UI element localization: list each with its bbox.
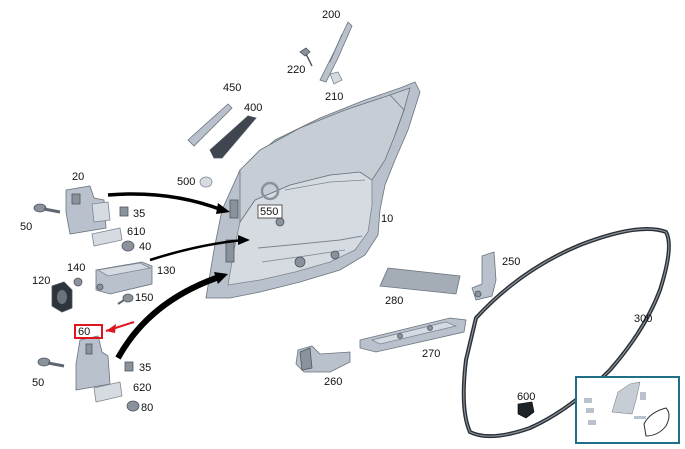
nut-35-upper (119, 206, 129, 217)
label-80: 80 (141, 402, 153, 414)
door-check-130 (95, 261, 153, 295)
label-150: 150 (135, 292, 153, 304)
label-450: 450 (223, 82, 241, 94)
label-280: 280 (385, 295, 403, 307)
label-35-lower: 35 (139, 362, 151, 374)
nut-140 (73, 277, 83, 287)
carrier-270 (359, 317, 467, 353)
label-220: 220 (287, 64, 305, 76)
label-500: 500 (177, 176, 195, 188)
bracket-250 (471, 251, 497, 301)
label-60: 60 (78, 326, 90, 338)
door-shell (205, 81, 421, 299)
nut-40 (121, 240, 135, 252)
label-400: 400 (244, 102, 262, 114)
trim-450 (187, 103, 233, 147)
connector-arrows (107, 192, 250, 360)
screw-220 (299, 47, 313, 67)
bolt-50-upper (33, 203, 61, 214)
nut-35-lower (124, 361, 134, 372)
label-20: 20 (72, 171, 84, 183)
label-250: 250 (502, 256, 520, 268)
label-120: 120 (32, 275, 50, 287)
label-300: 300 (634, 313, 652, 325)
label-50-upper: 50 (20, 221, 32, 233)
label-35-upper: 35 (133, 208, 145, 220)
thumbnail-overview[interactable] (575, 376, 680, 444)
door-seal-300 (461, 226, 671, 439)
label-50-lower: 50 (32, 377, 44, 389)
label-130: 130 (157, 265, 175, 277)
label-550-box (257, 204, 283, 219)
clip-600 (517, 401, 535, 419)
trim-400 (209, 115, 257, 159)
plate-620 (93, 381, 123, 403)
label-200: 200 (322, 9, 340, 21)
ring-550 (260, 181, 280, 201)
label-140: 140 (67, 262, 85, 274)
lower-hinge-60 (75, 335, 111, 391)
nut-80 (126, 400, 140, 412)
upper-hinge-20 (65, 185, 111, 235)
bolt-150 (117, 293, 134, 305)
label-610: 610 (127, 226, 145, 238)
bolt-50-lower (37, 357, 65, 368)
seal-120 (51, 281, 73, 313)
label-600: 600 (517, 391, 535, 403)
label-270: 270 (422, 348, 440, 360)
bracket-260 (295, 345, 351, 373)
label-620: 620 (133, 382, 151, 394)
panel-280 (379, 267, 461, 295)
label-210: 210 (325, 91, 343, 103)
window-channel-200 (319, 21, 353, 83)
part-60-highlight (74, 321, 135, 339)
label-260: 260 (324, 376, 342, 388)
plate-610 (91, 227, 123, 247)
label-550: 550 (260, 206, 278, 218)
plug-500 (199, 176, 213, 188)
label-40: 40 (139, 241, 151, 253)
clip-210 (329, 71, 343, 85)
label-10: 10 (381, 213, 393, 225)
